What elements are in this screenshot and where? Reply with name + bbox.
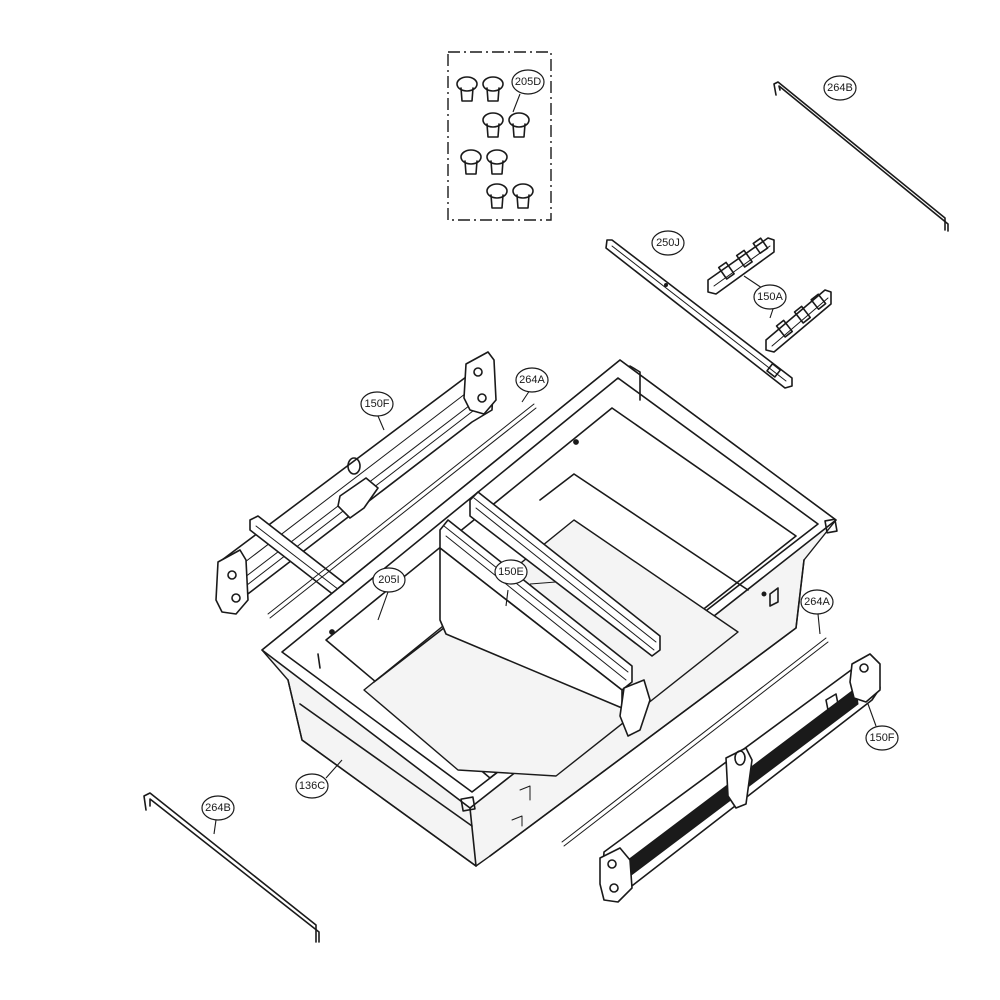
callout-150e: 150E [494,559,528,585]
callout-136c: 136C [295,773,329,799]
callout-250j: 250J [651,230,685,256]
callout-label: 205I [378,574,399,586]
callout-label: 150F [364,398,389,410]
divider-150e-rear [469,491,661,657]
fastener-clip [482,112,504,138]
callout-label: 205D [515,76,541,88]
callout-label: 264A [804,596,830,608]
callout-150f-right: 150F [865,725,899,751]
rod-264b-top [773,81,949,232]
callout-150a: 150A [753,284,787,310]
callout-label: 150A [757,291,783,303]
fastener-clip [508,112,530,138]
rod-264a-right [561,637,829,847]
fastener-clip [486,183,508,209]
callout-label: 150F [869,732,894,744]
slide-rail-150f-right [599,653,881,903]
bracket-150a-lower [765,289,832,353]
fastener-clip [456,76,478,102]
callout-264b-bottom: 264B [201,795,235,821]
fastener-clip [486,149,508,175]
rail-250j [605,239,793,389]
callout-label: 250J [656,237,680,249]
fastener-clip [460,149,482,175]
callout-label: 264B [827,82,853,94]
callout-label: 136C [299,780,325,792]
fastener-set-205d [447,51,552,221]
callout-label: 264B [205,802,231,814]
fastener-clip [512,183,534,209]
callout-264a-left: 264A [515,367,549,393]
callout-label: 264A [519,374,545,386]
divider-150e-front [439,519,633,709]
callout-264b-top: 264B [823,75,857,101]
callout-150f-left: 150F [360,391,394,417]
rod-264a-left [267,403,537,619]
rod-264b-bottom [143,792,320,943]
callout-label: 150E [498,566,524,578]
fastener-clip [482,76,504,102]
callout-264a-right: 264A [800,589,834,615]
bracket-150a-upper [707,237,775,295]
callout-205i: 205I [372,567,406,593]
callout-205d: 205D [511,69,545,95]
